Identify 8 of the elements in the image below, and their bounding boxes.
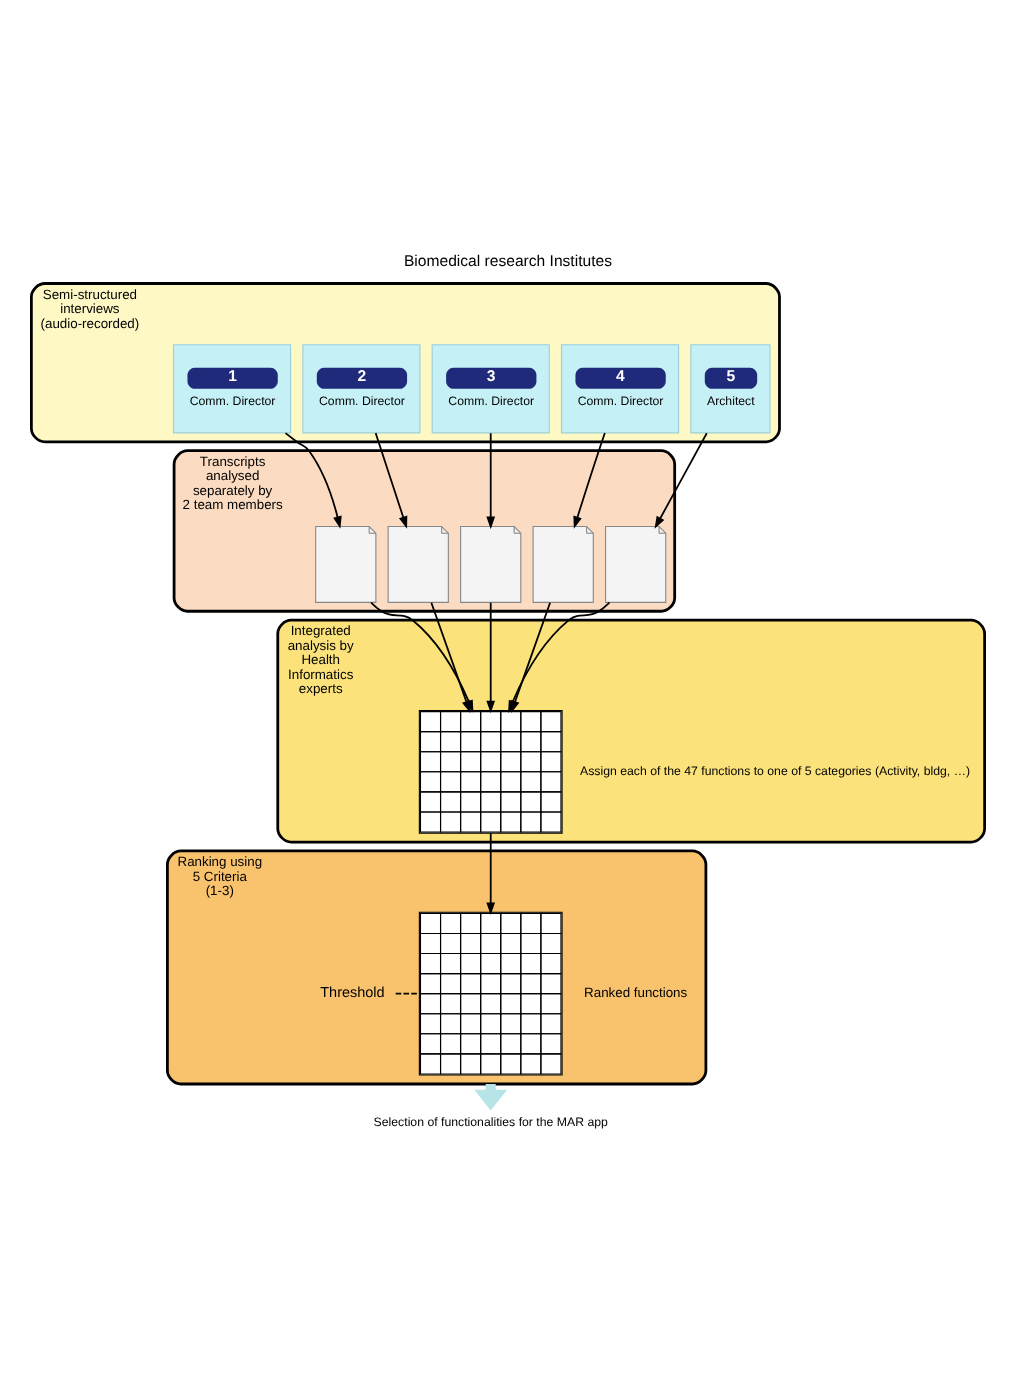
arrow (485, 832, 495, 915)
arrow (485, 601, 495, 714)
arrow (572, 432, 605, 529)
arrow (485, 432, 495, 530)
arrow (283, 432, 341, 529)
arrow (429, 601, 470, 714)
arrow (653, 432, 707, 529)
arrow (373, 432, 407, 529)
